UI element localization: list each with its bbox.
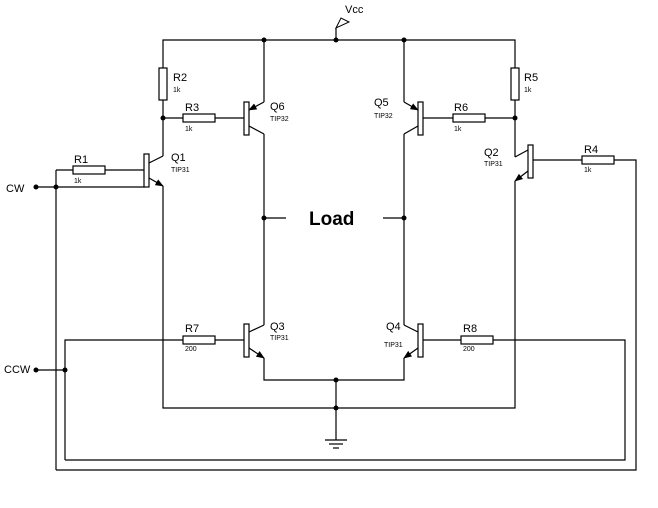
vcc-label: Vcc: [345, 4, 364, 16]
cw-label: CW: [6, 183, 25, 195]
resistor-r8: [460, 335, 494, 345]
r4-ref: R4: [584, 144, 598, 156]
transistor-q2: [514, 144, 534, 182]
r7-value: 200: [185, 346, 197, 353]
q6-ref: Q6: [270, 101, 285, 113]
q3-ref: Q3: [270, 321, 285, 333]
r5-ref: R5: [524, 72, 538, 84]
r1-value: 1k: [74, 178, 82, 185]
r8-value: 200: [463, 346, 475, 353]
resistor-r6: [452, 113, 486, 123]
r2-ref: R2: [173, 72, 187, 84]
q1-ref: Q1: [171, 152, 186, 164]
q1-type: TIP31: [171, 167, 190, 174]
r1-ref: R1: [74, 154, 88, 166]
q5-type: TIP32: [374, 113, 393, 120]
resistor-r5: [510, 67, 520, 101]
r7-ref: R7: [185, 323, 199, 335]
vcc-symbol: [334, 17, 351, 30]
resistor-r3: [182, 113, 216, 123]
q2-ref: Q2: [484, 147, 499, 159]
wires: [36, 28, 637, 471]
q5-ref: Q5: [374, 97, 389, 109]
resistor-r4: [581, 155, 615, 165]
junction-dots: [33, 37, 518, 411]
q4-ref: Q4: [386, 321, 401, 333]
transistor-q4: [403, 323, 424, 359]
r4-value: 1k: [584, 167, 592, 174]
ground-symbol: [325, 439, 347, 449]
r3-value: 1k: [185, 126, 193, 133]
r5-value: 1k: [524, 87, 532, 94]
q3-type: TIP31: [270, 335, 289, 342]
q6-type: TIP32: [270, 116, 289, 123]
r2-value: 1k: [173, 87, 181, 94]
r6-ref: R6: [454, 102, 468, 114]
transistor-q3: [243, 323, 265, 359]
transistor-q5: [403, 101, 424, 136]
q2-type: TIP31: [484, 161, 503, 168]
resistor-r2: [158, 67, 168, 101]
q4-type: TIP31: [384, 342, 403, 349]
r8-ref: R8: [463, 323, 477, 335]
r6-value: 1k: [454, 126, 462, 133]
ccw-label: CCW: [4, 364, 31, 376]
transistor-q6: [243, 101, 265, 136]
transistor-q1: [143, 153, 164, 188]
resistor-r1: [72, 165, 106, 175]
resistor-r7: [182, 335, 216, 345]
load-label: Load: [309, 209, 354, 230]
r3-ref: R3: [185, 102, 199, 114]
